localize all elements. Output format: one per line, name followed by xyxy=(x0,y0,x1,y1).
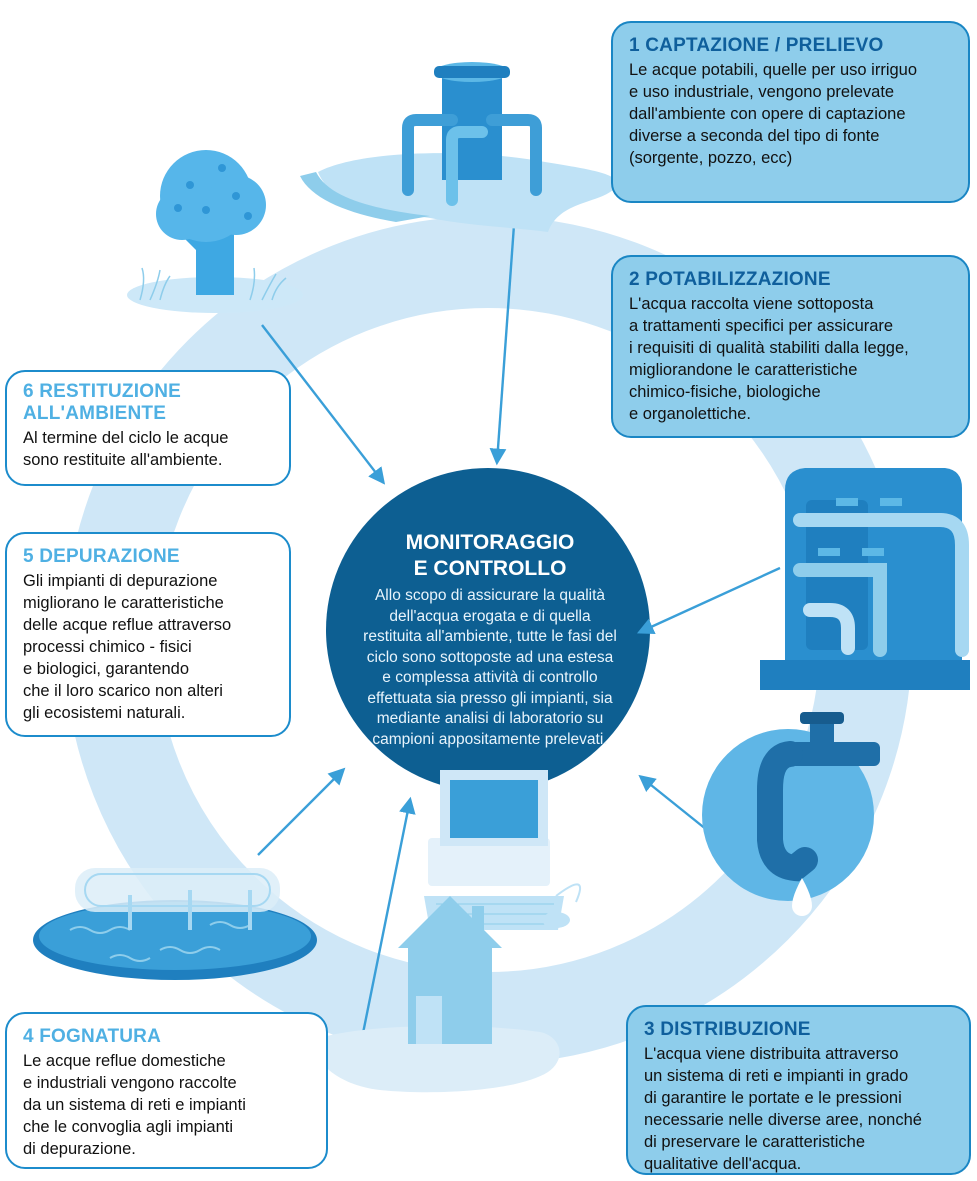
water-intake-icon xyxy=(300,62,617,232)
step-title: 3 DISTRIBUZIONE xyxy=(644,1019,811,1040)
monitoring-panel: MONITORAGGIO E CONTROLLO Allo scopo di a… xyxy=(320,530,660,750)
tree-icon xyxy=(127,150,303,313)
step-potabilizzazione: 2 POTABILIZZAZIONE L'acqua raccolta vien… xyxy=(611,255,970,438)
step-description: Gli impianti di depurazione migliorano l… xyxy=(23,572,232,722)
arrow-depurazione xyxy=(257,767,346,856)
purifier-tank-icon xyxy=(33,868,317,980)
computer-icon xyxy=(424,770,581,930)
step-title: 5 DEPURAZIONE xyxy=(23,546,180,567)
step-description: Al termine del ciclo le acque sono resti… xyxy=(23,429,229,469)
step-title: 6 RESTITUZIONE ALL'AMBIENTE xyxy=(23,381,181,424)
arrow-fognatura xyxy=(356,796,416,1059)
arrow-potabilizzazione xyxy=(636,566,781,635)
step-description: Le acque reflue domestiche e industriali… xyxy=(23,1052,246,1158)
step-captazione: 1 CAPTAZIONE / PRELIEVO Le acque potabil… xyxy=(611,21,970,203)
treatment-plant-icon xyxy=(760,468,970,690)
step-title: 2 POTABILIZZAZIONE xyxy=(629,269,831,290)
step-title: 1 CAPTAZIONE / PRELIEVO xyxy=(629,35,884,56)
step-fognatura: 4 FOGNATURA Le acque reflue domestiche e… xyxy=(5,1012,328,1169)
step-description: L'acqua raccolta viene sottoposta a trat… xyxy=(629,295,909,423)
step-description: Le acque potabili, quelle per uso irrigu… xyxy=(629,61,918,167)
step-distribuzione: 3 DISTRIBUZIONE L'acqua viene distribuit… xyxy=(626,1005,971,1175)
step-title: 4 FOGNATURA xyxy=(23,1026,162,1047)
house-icon xyxy=(316,896,560,1093)
center-description: Allo scopo di assicurare la qualità dell… xyxy=(363,587,617,748)
center-disc xyxy=(326,468,650,792)
arrow-captazione xyxy=(489,224,516,466)
step-restituzione: 6 RESTITUZIONE ALL'AMBIENTE Al termine d… xyxy=(5,370,291,486)
step-description: L'acqua viene distribuita attraverso un … xyxy=(644,1045,922,1173)
arrow-restituzione xyxy=(261,324,386,485)
water-tap-icon xyxy=(702,712,880,916)
center-title: MONITORAGGIO E CONTROLLO xyxy=(405,531,575,580)
step-depurazione: 5 DEPURAZIONE Gli impianti di depurazion… xyxy=(5,532,291,737)
